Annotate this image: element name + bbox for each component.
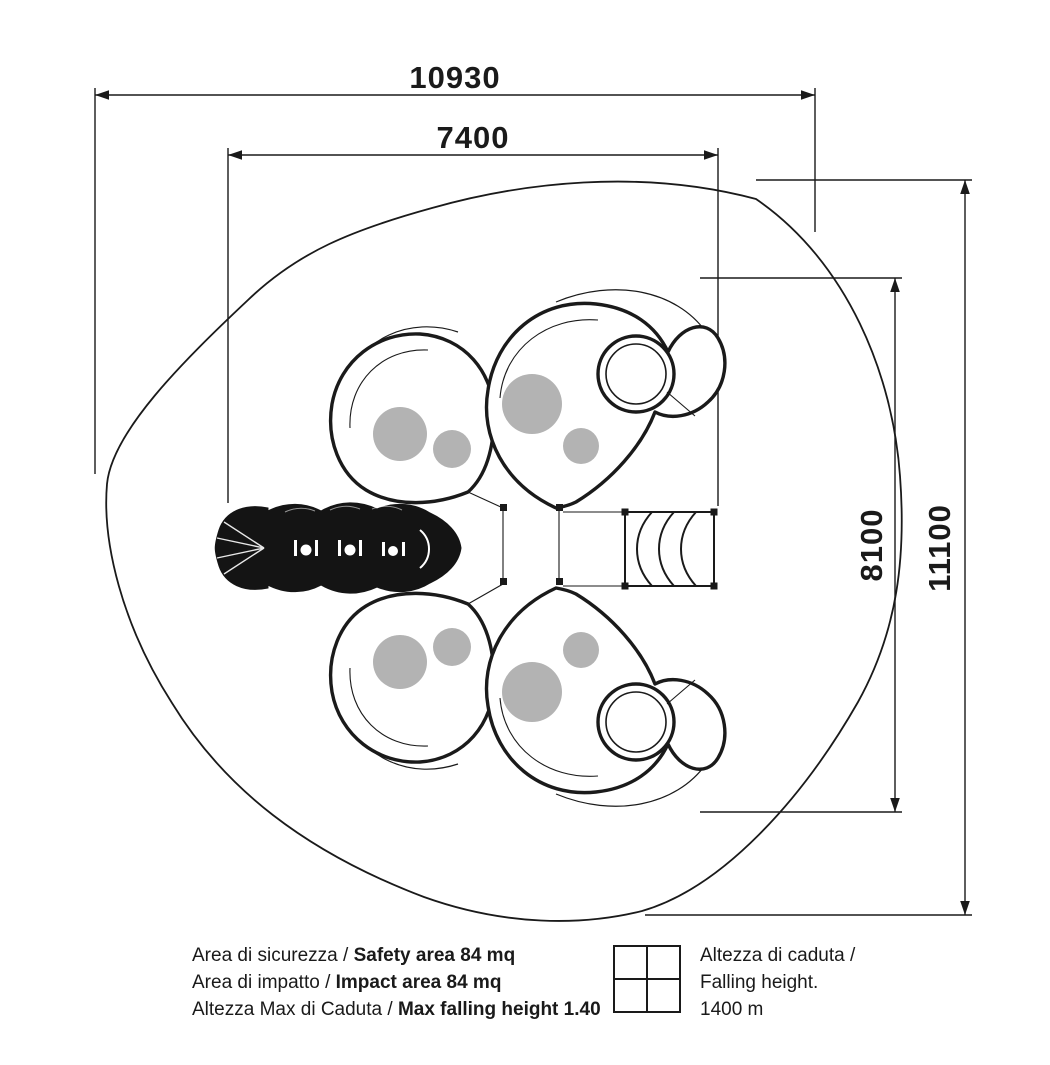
- climb-ring-upper: [596, 334, 696, 417]
- wing-upper-right: [484, 301, 727, 510]
- legend-row-impact-area: Area di impatto / Impact area 84 mq: [192, 969, 601, 996]
- grid-2x2-icon: [613, 945, 681, 1013]
- caterpillar-segment-highlights: [284, 505, 403, 513]
- legend-max-falling-height-label: Altezza Max di Caduta /: [192, 999, 398, 1020]
- wing-lower-right: [484, 586, 727, 795]
- legend-block: Area di sicurezza / Safety area 84 mq Ar…: [192, 942, 601, 1023]
- safety-area-outline: [105, 180, 903, 922]
- caterpillar-head: [214, 506, 269, 590]
- dimension-structure-width-lines: [227, 148, 719, 506]
- dimension-structure-height-lines: [700, 277, 902, 813]
- butterfly-structure: [214, 289, 727, 807]
- dimension-label-total-width: 10930: [409, 60, 501, 95]
- dimension-label-total-height: 11100: [922, 504, 957, 592]
- center-body-frame: [467, 491, 625, 605]
- caterpillar-body: [214, 502, 462, 594]
- dimension-total-height-lines: [645, 179, 972, 916]
- legend-row-max-falling-height: Altezza Max di Caduta / Max falling heig…: [192, 996, 601, 1023]
- dimension-label-structure-height: 8100: [854, 508, 889, 582]
- falling-height-note: Altezza di caduta / Falling height. 1400…: [700, 942, 855, 1023]
- dimension-label-structure-width: 7400: [436, 120, 510, 155]
- wing-upper-left: [328, 332, 496, 505]
- falling-height-line2: Falling height.: [700, 972, 819, 993]
- ladder: [621, 508, 718, 590]
- legend-impact-area-label: Area di impatto /: [192, 972, 336, 993]
- legend-safety-area-value: Safety area 84 mq: [353, 945, 516, 966]
- caterpillar-head-fan-lines: [216, 521, 265, 575]
- wing-lower-left: [328, 591, 496, 764]
- caterpillar-foot-marks: [294, 529, 430, 569]
- legend-max-falling-height-value: Max falling height 1.40: [397, 999, 601, 1020]
- legend-impact-area-value: Impact area 84 mq: [335, 972, 502, 993]
- dimension-total-width-lines: [94, 88, 816, 474]
- climb-ring-lower: [596, 679, 696, 762]
- legend-row-safety-area: Area di sicurezza / Safety area 84 mq: [192, 942, 601, 969]
- legend-safety-area-label: Area di sicurezza /: [192, 945, 354, 966]
- falling-height-line3: 1400 m: [700, 999, 764, 1020]
- falling-height-line1: Altezza di caduta /: [700, 945, 856, 966]
